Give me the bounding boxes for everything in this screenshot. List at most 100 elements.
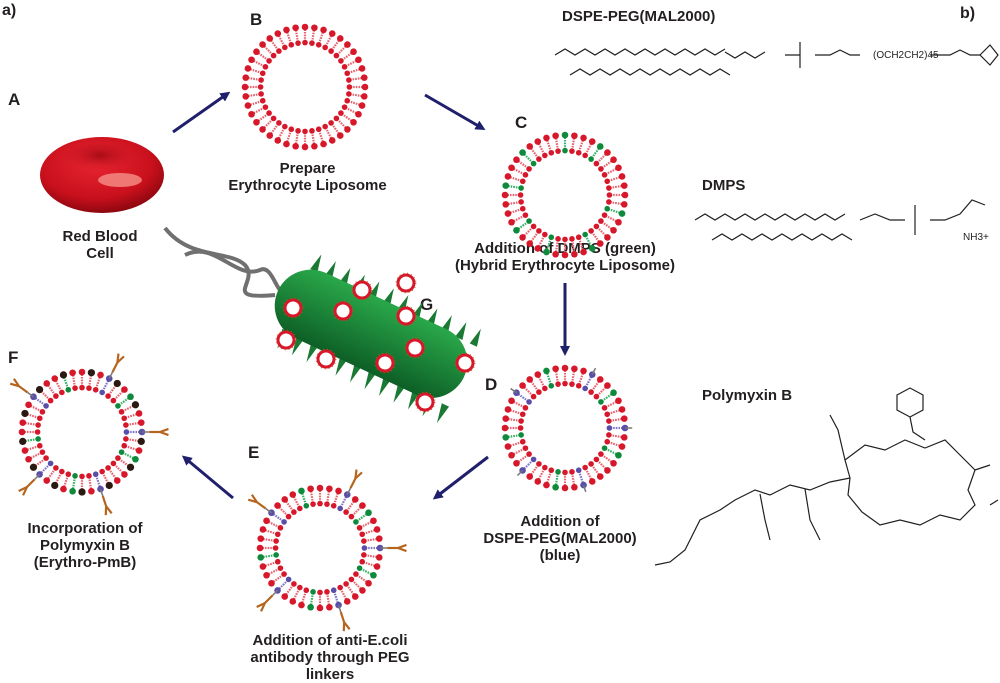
lipid-head: [262, 64, 269, 70]
lipid-head: [266, 110, 272, 116]
lipid-head: [561, 484, 569, 492]
lipid-head: [43, 380, 51, 387]
lipid-head: [110, 397, 117, 404]
lipid-head: [620, 182, 628, 189]
lipid-head: [356, 565, 363, 571]
lipid-head: [518, 432, 524, 438]
lipid-head: [241, 83, 249, 91]
lipid-head: [292, 24, 299, 32]
lipid-head: [348, 513, 355, 520]
lipid-head: [34, 429, 41, 435]
lipid-head: [530, 393, 537, 400]
lipid-head: [548, 234, 555, 241]
bound-liposome: [375, 353, 395, 373]
lipid-head: [580, 248, 587, 256]
lipid-head: [283, 140, 290, 148]
lipid-head: [610, 389, 617, 397]
lipid-head: [582, 464, 588, 471]
lipid-head: [307, 603, 314, 611]
polymyxin-dot: [19, 437, 27, 446]
lipid-head: [526, 376, 534, 383]
step-label-d: D: [485, 375, 498, 394]
lipid-head: [257, 84, 264, 90]
lipid-tail: [600, 220, 608, 227]
lipid-head: [281, 571, 287, 577]
lipid-head: [273, 552, 279, 558]
lipid-head: [504, 173, 512, 180]
lipid-head: [276, 48, 282, 54]
lipid-head: [601, 405, 608, 411]
lipid-head: [343, 509, 349, 515]
step-label-e: E: [248, 443, 260, 462]
lipid-head: [604, 467, 611, 474]
lipid-head: [569, 469, 575, 475]
lipid-head: [338, 110, 344, 116]
lipid-tail: [547, 378, 553, 387]
lipid-head: [298, 487, 305, 495]
bound-liposome: [455, 353, 475, 373]
lipid-head: [620, 434, 628, 441]
lipid-tail: [584, 147, 590, 156]
lipid-head: [351, 496, 359, 503]
lipid-head: [262, 104, 269, 110]
lipid-head: [542, 464, 548, 471]
lipid-head: [316, 484, 324, 492]
polymyxin-dot: [137, 437, 145, 446]
caption-line: Addition of anti-E.coli: [252, 632, 408, 649]
arrow-e-to-f: [181, 455, 234, 500]
lipid-head: [86, 385, 92, 391]
lipid-head: [59, 468, 65, 475]
lipid-head: [588, 478, 596, 485]
lipid-head: [110, 460, 117, 467]
caption-dspe-peg: Addition of DSPE-PEG(MAL2000) (blue): [475, 513, 645, 564]
lipid-head: [569, 236, 575, 242]
lipid-head: [365, 509, 372, 517]
lipid-head: [536, 389, 542, 395]
lipid-tail: [600, 453, 608, 460]
caption-polymyxin: Incorporation of Polymyxin B (Erythro-Pm…: [10, 520, 160, 571]
lipid-tail: [270, 530, 279, 536]
lipid-head: [115, 455, 121, 461]
lipid-head: [502, 201, 510, 208]
lipid-head: [335, 487, 342, 495]
lipid-tail: [361, 530, 370, 536]
lipid-head: [526, 218, 532, 224]
lipid-head: [274, 137, 282, 144]
lipid-head: [341, 64, 348, 70]
lipid-tail: [324, 126, 330, 135]
lipid-head: [47, 397, 54, 404]
molecule-title-dspe-peg: DSPE-PEG(MAL2000): [562, 8, 716, 25]
lipid-head: [69, 487, 76, 495]
lipid-head: [53, 465, 59, 471]
lipid-head: [588, 156, 594, 162]
caption-antibody: Addition of anti-E.coli antibody through…: [235, 632, 425, 683]
lipid-head: [292, 142, 299, 150]
lipid-tail: [522, 163, 530, 170]
lipid-tail: [273, 44, 280, 52]
lipid-head: [343, 598, 351, 605]
polymyxin-dot: [35, 385, 44, 394]
lipid-head: [281, 496, 289, 503]
lipid-head: [328, 30, 336, 37]
lipid-head: [244, 65, 252, 72]
lipid-head: [310, 501, 316, 507]
lipid-tail: [522, 453, 530, 460]
lipid-head: [518, 199, 524, 205]
lipid-head: [519, 382, 526, 389]
lipid-head: [536, 461, 542, 467]
lipid-head: [361, 538, 367, 544]
lipid-head: [519, 205, 526, 212]
lipid-head: [295, 128, 301, 134]
polymyxin-dot: [78, 488, 86, 496]
lipid-head: [298, 601, 305, 609]
lipid-head: [358, 102, 366, 109]
lipid-tail: [87, 475, 92, 484]
bound-liposome-antibodies: [282, 297, 304, 319]
antibody-arm: [256, 602, 266, 608]
step-label-c: C: [515, 113, 528, 132]
lipid-head: [601, 172, 608, 178]
lipid-head: [244, 102, 252, 109]
lipid-head: [504, 210, 512, 217]
peg-linker: [516, 469, 524, 477]
lipid-head: [526, 166, 532, 172]
